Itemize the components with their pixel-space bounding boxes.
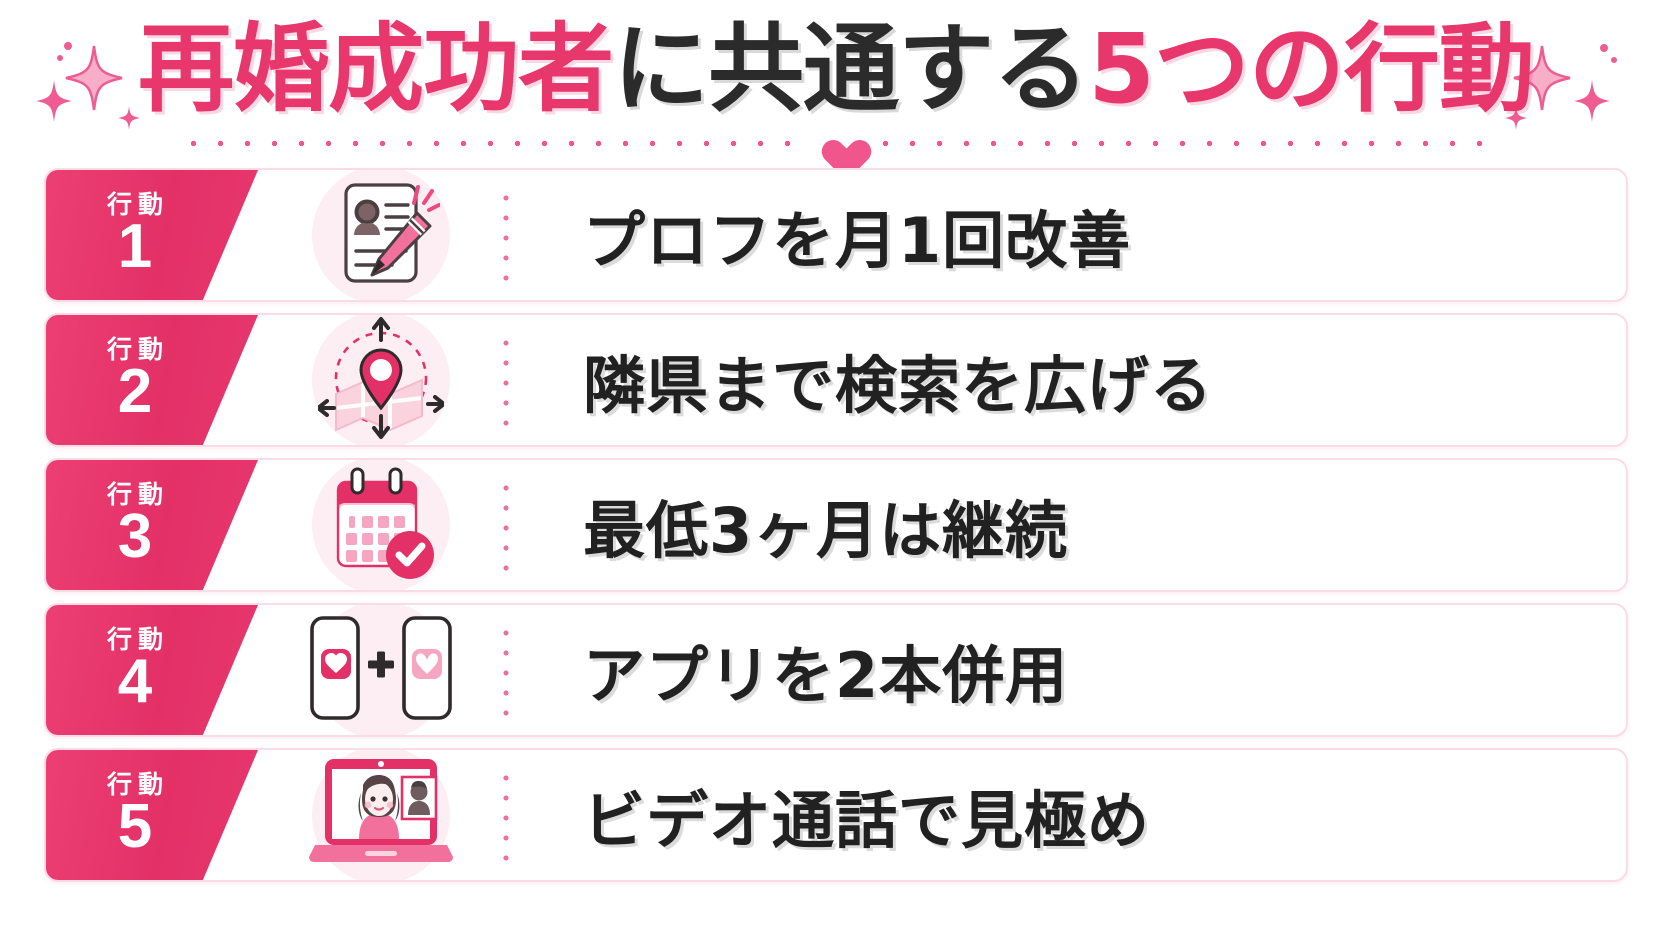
divider-dots-left bbox=[180, 139, 800, 147]
profile-card-pencil-icon bbox=[322, 177, 441, 294]
list-item-label: プロフを月1回改善 bbox=[583, 204, 1132, 277]
badge-number: 4 bbox=[117, 647, 153, 716]
row-divider-dots bbox=[503, 188, 509, 282]
badge-number: 3 bbox=[117, 502, 153, 571]
two-phones-plus-icon bbox=[306, 613, 456, 728]
row-divider-dots bbox=[503, 768, 509, 862]
step-badge: 行動 4 bbox=[46, 605, 258, 735]
calendar-check-icon bbox=[322, 466, 440, 585]
list-item[interactable]: 行動 5 bbox=[44, 748, 1628, 882]
action-list: 行動 1 bbox=[0, 168, 1672, 893]
step-badge: 行動 5 bbox=[46, 750, 258, 880]
badge-number: 2 bbox=[117, 357, 153, 426]
step-badge: 行動 1 bbox=[46, 170, 258, 300]
icon-cell bbox=[258, 750, 503, 880]
label-cell: 最低3ヶ月は継続 bbox=[509, 460, 1626, 590]
page-title: 再婚成功者に共通する5つの行動 bbox=[0, 14, 1672, 124]
sparkle-cluster-left bbox=[36, 42, 140, 130]
list-item-label: 最低3ヶ月は継続 bbox=[583, 494, 1069, 567]
label-cell: プロフを月1回改善 bbox=[509, 170, 1626, 300]
list-item[interactable]: 行動 4 bbox=[44, 603, 1628, 737]
step-badge: 行動 2 bbox=[46, 315, 258, 445]
header: 再婚成功者に共通する5つの行動 bbox=[0, 0, 1672, 168]
badge-number: 5 bbox=[117, 792, 153, 861]
badge-label: 行動 bbox=[106, 625, 169, 654]
badge-label: 行動 bbox=[106, 770, 169, 799]
step-badge: 行動 3 bbox=[46, 460, 258, 590]
icon-cell bbox=[258, 315, 503, 445]
row-divider-dots bbox=[503, 478, 509, 572]
divider-dots-right bbox=[872, 139, 1492, 147]
list-item[interactable]: 行動 3 bbox=[44, 458, 1628, 592]
sparkle-cluster-right bbox=[1505, 44, 1617, 130]
title-divider bbox=[0, 126, 1672, 160]
title-part-3: 5つの行動 bbox=[1088, 13, 1535, 125]
icon-cell bbox=[258, 460, 503, 590]
row-divider-dots bbox=[503, 623, 509, 717]
row-divider-dots bbox=[503, 333, 509, 427]
title-part-1: 再婚成功者 bbox=[138, 13, 614, 125]
label-cell: ビデオ通話で見極め bbox=[509, 750, 1626, 880]
icon-cell bbox=[258, 170, 503, 300]
video-call-laptop-icon bbox=[305, 755, 457, 876]
list-item-label: アプリを2本併用 bbox=[583, 639, 1069, 712]
icon-cell bbox=[258, 605, 503, 735]
label-cell: 隣県まで検索を広げる bbox=[509, 315, 1626, 445]
label-cell: アプリを2本併用 bbox=[509, 605, 1626, 735]
list-item[interactable]: 行動 1 bbox=[44, 168, 1628, 302]
list-item[interactable]: 行動 2 bbox=[44, 313, 1628, 447]
badge-label: 行動 bbox=[106, 190, 169, 219]
heart-icon bbox=[814, 123, 858, 163]
badge-number: 1 bbox=[117, 212, 153, 281]
badge-label: 行動 bbox=[106, 335, 169, 364]
list-item-label: 隣県まで検索を広げる bbox=[583, 349, 1214, 422]
title-part-2: に共通する bbox=[613, 13, 1089, 125]
map-location-expand-icon bbox=[315, 316, 446, 445]
list-item-label: ビデオ通話で見極め bbox=[583, 784, 1151, 857]
badge-label: 行動 bbox=[106, 480, 169, 509]
